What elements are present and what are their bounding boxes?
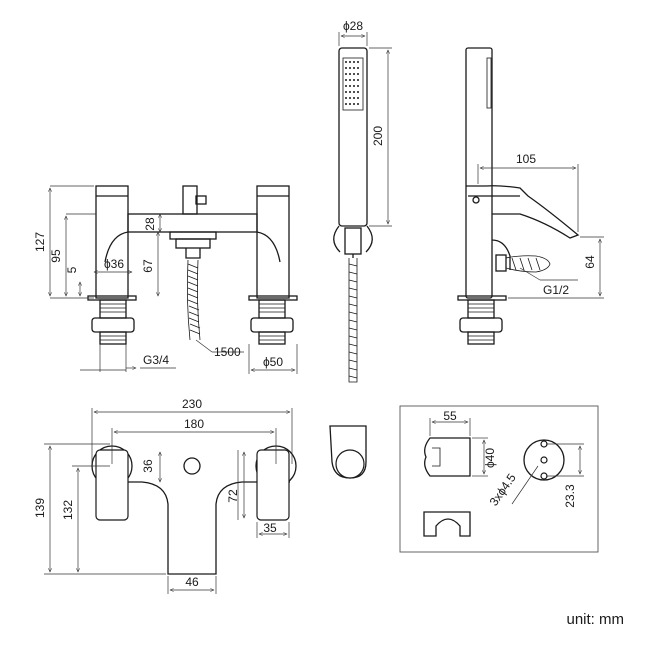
dim-5: 5	[65, 266, 79, 273]
dim-105: 105	[516, 152, 536, 166]
dim-28-bridge: 28	[143, 217, 157, 231]
right-tap-body	[256, 185, 290, 299]
dim-127: 127	[33, 232, 47, 252]
dim-132: 132	[61, 500, 75, 520]
thread-g34-label: G3/4	[143, 353, 169, 367]
dim-55: 55	[443, 409, 457, 423]
dim-46: 46	[185, 575, 199, 589]
hose-length-label: 1500	[214, 345, 241, 359]
dim-diameter-28: ϕ28	[343, 19, 363, 33]
front-view	[50, 185, 298, 374]
plan-view	[44, 408, 297, 594]
dim-diameter-40: ϕ40	[483, 448, 497, 468]
holder-side-outline	[424, 437, 471, 477]
right-shank-thread	[258, 299, 286, 319]
hand-shower-view	[333, 32, 392, 383]
thread-g12-label: G1/2	[543, 283, 569, 297]
left-tap-body	[95, 185, 129, 299]
diverter-circle	[183, 457, 201, 475]
dim-35: 35	[263, 521, 277, 535]
dim-200: 200	[371, 126, 385, 146]
dim-holes-label: 3xϕ4.5	[487, 471, 519, 509]
dim-230: 230	[182, 397, 202, 411]
dim-180: 180	[184, 417, 204, 431]
dim-67: 67	[141, 259, 155, 273]
dim-36-plan: 36	[141, 459, 155, 473]
dim-diameter-50: ϕ50	[263, 355, 283, 369]
holder-front-circle	[523, 439, 565, 481]
unit-label: unit: mm	[566, 611, 624, 628]
dim-72: 72	[226, 489, 240, 503]
diverter-knob	[182, 185, 198, 215]
side-view	[457, 47, 604, 345]
side-shower-handle	[465, 47, 493, 299]
dim-139: 139	[33, 498, 47, 518]
dim-64: 64	[583, 255, 597, 269]
holder-plan-view	[329, 425, 367, 479]
dim-95: 95	[49, 249, 63, 263]
dim-23-3: 23.3	[563, 484, 577, 508]
hand-shower-handle	[338, 47, 368, 227]
dim-diameter-36: ϕ36	[104, 257, 124, 271]
right-handle-lever	[256, 449, 290, 521]
holder-cradle-outline	[423, 511, 471, 537]
left-shank-thread	[99, 299, 127, 319]
dimension-labels: 127 95 5 ϕ36 28 67 G3/4 1500 ϕ50 ϕ28 200…	[33, 19, 624, 628]
wall-holder-detail	[399, 405, 599, 553]
spray-face-dots	[345, 61, 359, 105]
detail-box	[399, 405, 599, 553]
